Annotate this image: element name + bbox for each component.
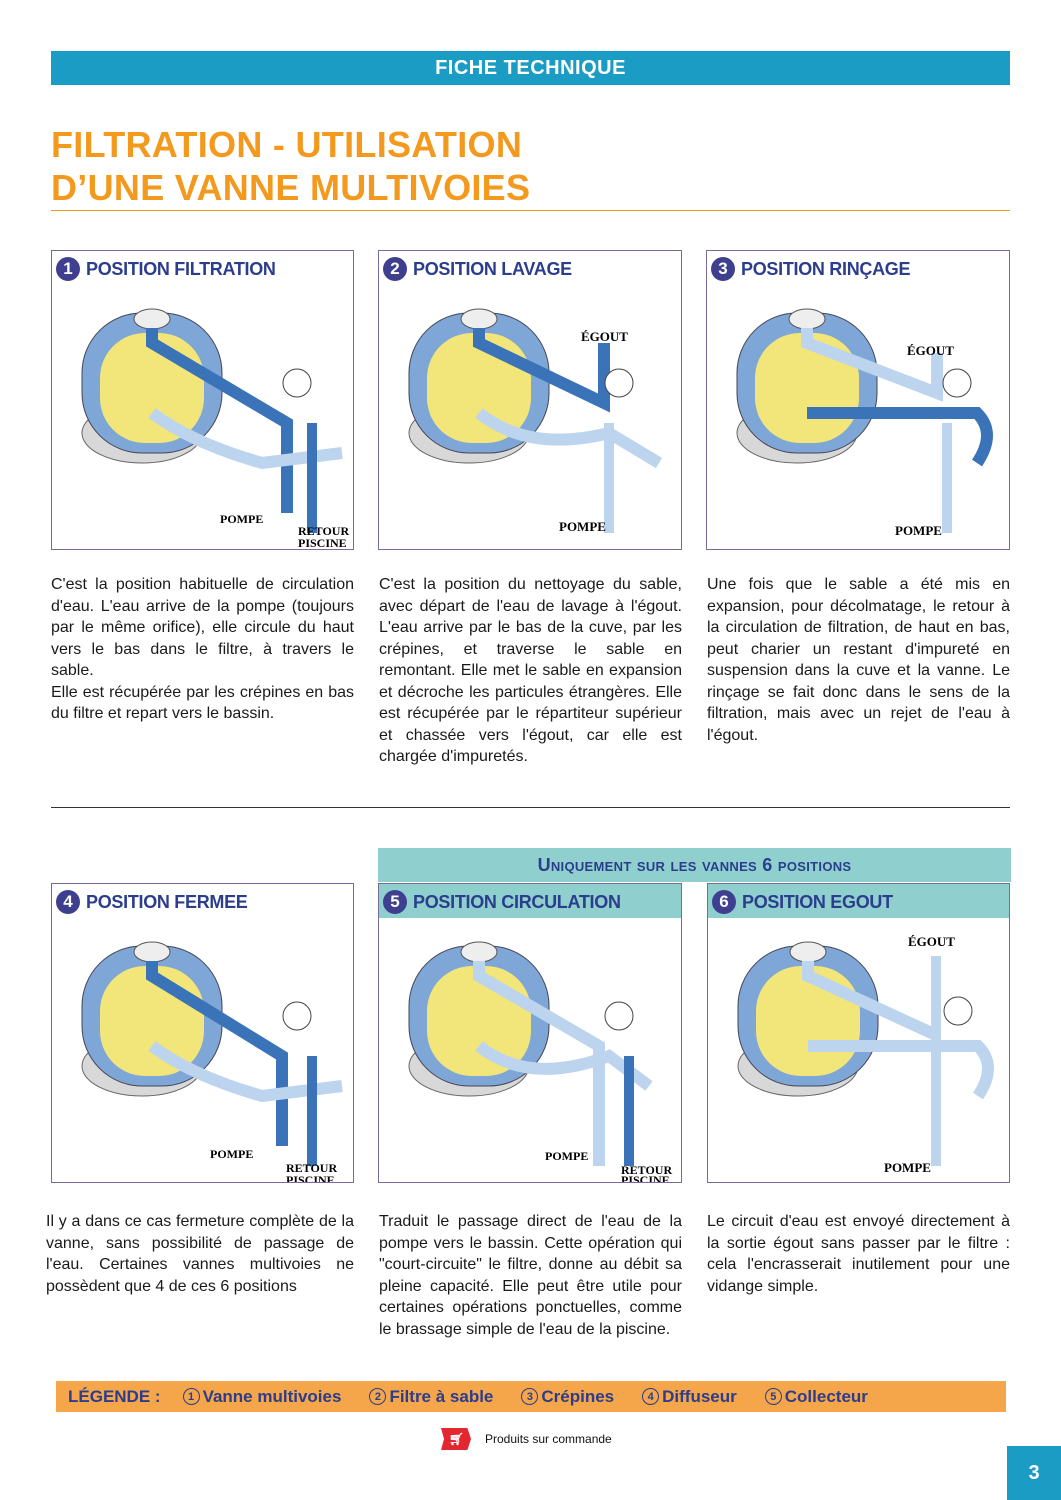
legend-number: 4 [642, 1388, 659, 1405]
panel-header: 3 POSITION RINÇAGE [711, 255, 910, 283]
panel-title: POSITION FILTRATION [86, 259, 276, 280]
legend-text: Collecteur [785, 1387, 868, 1407]
description-text: C'est la position habituelle de circulat… [51, 574, 354, 682]
page-number: 3 [1007, 1446, 1061, 1500]
label-egout: ÉGOUT [581, 329, 628, 344]
panel-fermee: 4 POSITION FERMEE POMPE RETOUR PISCINE [51, 883, 354, 1183]
panel-egout: 6 POSITION EGOUT ÉGOUT POMPE [707, 883, 1010, 1183]
label-piscine: PISCINE [286, 1173, 335, 1183]
panel-header: 5 POSITION CIRCULATION [383, 888, 621, 916]
panel-title: POSITION RINÇAGE [741, 259, 910, 280]
page-title-line2: D’UNE VANNE MULTIVOIES [51, 166, 530, 209]
page-title: FILTRATION - UTILISATION D’UNE VANNE MUL… [51, 123, 530, 209]
six-positions-banner: Uniquement sur les vannes 6 positions [378, 848, 1011, 882]
label-pompe: POMPE [559, 519, 606, 534]
order-note-text: Produits sur commande [485, 1432, 612, 1446]
filter-diagram: ÉGOUT POMPE [379, 283, 682, 550]
panel-header: 4 POSITION FERMEE [56, 888, 248, 916]
title-rule [51, 210, 1010, 211]
panel-number: 3 [711, 257, 735, 281]
label-pompe: POMPE [220, 512, 263, 526]
panel-filtration: 1 POSITION FILTRATION POMPE RETOUR PISCI… [51, 250, 354, 550]
panel-title: POSITION FERMEE [86, 892, 248, 913]
description-text: Elle est récupérée par les crépines en b… [51, 682, 354, 725]
panel-title: POSITION LAVAGE [413, 259, 572, 280]
legend-number: 2 [369, 1388, 386, 1405]
shopping-cart-icon: 🛒︎ [441, 1428, 471, 1450]
section-divider [51, 807, 1010, 808]
description-rincage: Une fois que le sable a été mis en expan… [707, 574, 1010, 746]
panel-rincage: 3 POSITION RINÇAGE ÉGOUT POMPE [706, 250, 1010, 550]
description-filtration: C'est la position habituelle de circulat… [51, 574, 354, 725]
label-piscine: PISCINE [621, 1173, 670, 1183]
description-circulation: Traduit le passage direct de l'eau de la… [379, 1211, 682, 1340]
description-fermee: Il y a dans ce cas fermeture complète de… [46, 1211, 354, 1297]
page-title-line1: FILTRATION - UTILISATION [51, 123, 530, 166]
panel-number: 2 [383, 257, 407, 281]
panel-header: 6 POSITION EGOUT [712, 888, 893, 916]
panel-header: 2 POSITION LAVAGE [383, 255, 572, 283]
panel-number: 5 [383, 890, 407, 914]
label-pompe: POMPE [895, 523, 942, 538]
legend-text: Diffuseur [662, 1387, 737, 1407]
panel-lavage: 2 POSITION LAVAGE ÉGOUT POMPE [378, 250, 682, 550]
filter-diagram: POMPE RETOUR PISCINE [52, 916, 354, 1183]
legend-number: 1 [183, 1388, 200, 1405]
filter-diagram: ÉGOUT POMPE [708, 916, 1010, 1183]
panel-number: 4 [56, 890, 80, 914]
legend-text: Filtre à sable [389, 1387, 493, 1407]
panel-title: POSITION EGOUT [742, 892, 893, 913]
legend-number: 3 [521, 1388, 538, 1405]
filter-diagram: POMPE RETOUR PISCINE [379, 916, 682, 1183]
label-egout: ÉGOUT [908, 934, 955, 949]
label-egout: ÉGOUT [907, 343, 954, 358]
label-piscine: PISCINE [298, 536, 347, 550]
filter-diagram: ÉGOUT POMPE [707, 283, 1010, 550]
legend-text: Crépines [541, 1387, 614, 1407]
filter-diagram: POMPE RETOUR PISCINE [52, 283, 354, 550]
label-pompe: POMPE [545, 1149, 588, 1163]
panel-number: 1 [56, 257, 80, 281]
description-egout: Le circuit d'eau est envoyé directement … [707, 1211, 1010, 1297]
label-pompe: POMPE [210, 1147, 253, 1161]
panel-title: POSITION CIRCULATION [413, 892, 621, 913]
order-note: 🛒︎ Produits sur commande [441, 1428, 612, 1450]
panel-circulation: 5 POSITION CIRCULATION POMPE RETOUR PISC… [378, 883, 682, 1183]
header-bar: FICHE TECHNIQUE [51, 51, 1010, 85]
label-pompe: POMPE [884, 1160, 931, 1175]
legend-text: Vanne multivoies [203, 1387, 342, 1407]
description-lavage: C'est la position du nettoyage du sable,… [379, 574, 682, 768]
legend-number: 5 [765, 1388, 782, 1405]
panel-header: 1 POSITION FILTRATION [56, 255, 276, 283]
legend-label: LÉGENDE : [68, 1387, 161, 1407]
panel-number: 6 [712, 890, 736, 914]
